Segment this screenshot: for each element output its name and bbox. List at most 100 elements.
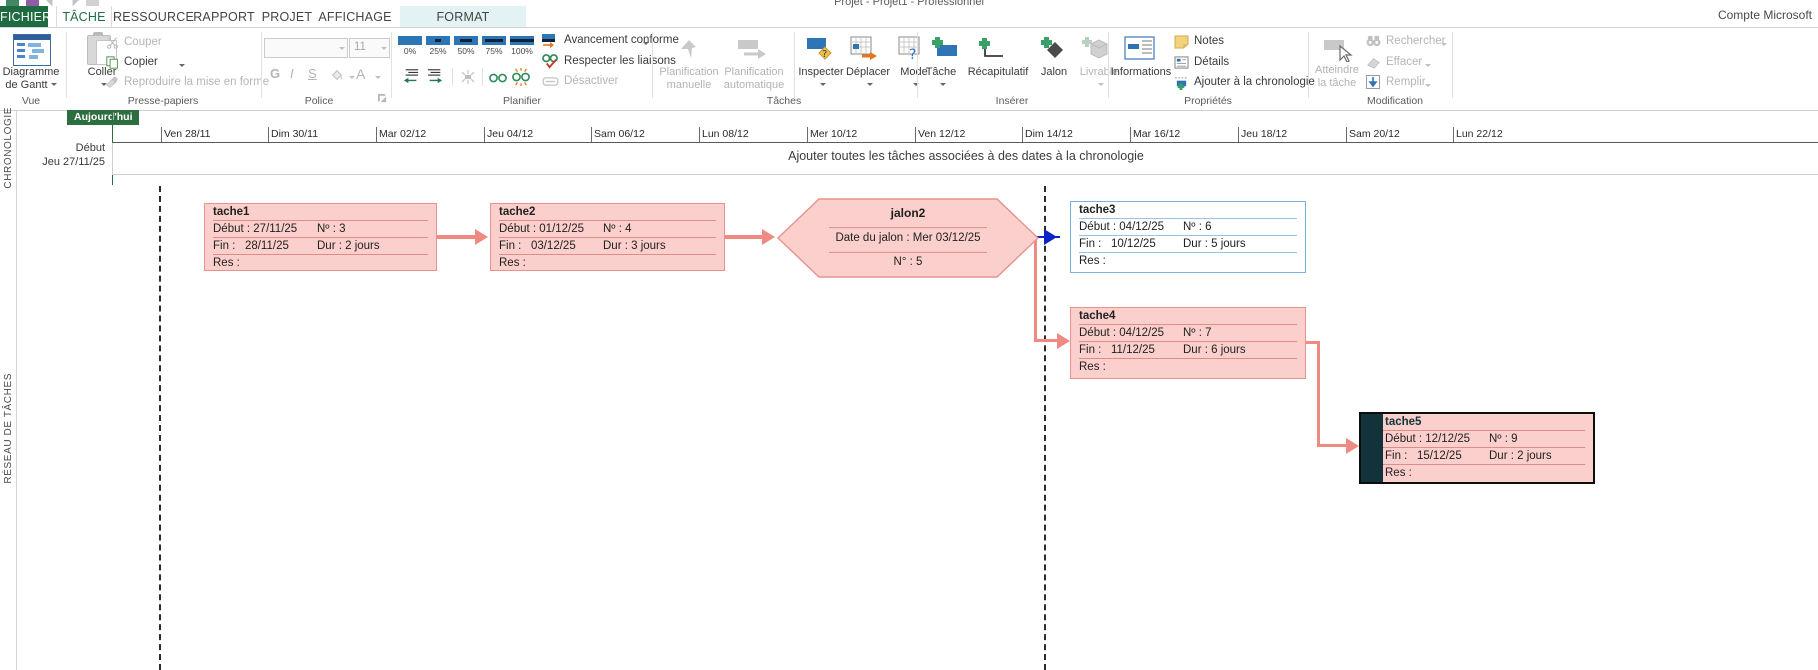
- ribbon-group-police[interactable]: 11 G I S A Police: [264, 28, 390, 108]
- quick-access-toolbar[interactable]: [0, 0, 99, 8]
- insert-task-icon[interactable]: [931, 36, 961, 60]
- details-button[interactable]: Détails: [1194, 56, 1230, 68]
- fill-color-icon[interactable]: [330, 68, 344, 82]
- paste-button[interactable]: Coller: [76, 66, 128, 91]
- mark-on-track-chevron-down-icon[interactable]: [643, 42, 649, 45]
- divider: [794, 32, 795, 98]
- notes-icon[interactable]: [1174, 35, 1189, 49]
- tab-projet[interactable]: PROJET: [261, 10, 313, 24]
- task-information-icon[interactable]: [1124, 36, 1156, 62]
- task-information-button[interactable]: Informations: [1110, 66, 1172, 79]
- respect-links-icon[interactable]: [542, 54, 559, 69]
- tab-ressource[interactable]: RESSOURCE: [113, 10, 194, 24]
- insert-task-button[interactable]: Tâche: [919, 66, 963, 91]
- node-tache5[interactable]: tache5 Début : 12/12/25 Nº : 9 Fin : 15/…: [1359, 412, 1595, 484]
- tab-rapport[interactable]: RAPPORT: [193, 10, 255, 24]
- node-jalon2[interactable]: jalon2 Date du jalon : Mer 03/12/25 N° :…: [777, 198, 1039, 278]
- notes-button[interactable]: Notes: [1194, 35, 1225, 47]
- chevron-down-icon[interactable]: [939, 83, 946, 87]
- font-color-icon[interactable]: A: [356, 66, 366, 82]
- indent-icon[interactable]: [426, 68, 444, 84]
- details-icon[interactable]: [1174, 56, 1189, 69]
- mode-button[interactable]: Mode: [892, 66, 936, 91]
- italic-button[interactable]: I: [290, 66, 294, 81]
- respect-links-button[interactable]: Respecter les liaisons: [564, 55, 676, 67]
- node-tache4[interactable]: tache4 Début : 04/12/25 Nº : 7 Fin : 11/…: [1070, 307, 1306, 379]
- link-tasks-icon[interactable]: [489, 72, 507, 84]
- add-to-timeline-button[interactable]: Ajouter à la chronologie: [1194, 76, 1315, 88]
- timeline-side-label[interactable]: CHRONOLOGIE: [0, 107, 16, 189]
- customize-qat-icon[interactable]: [86, 0, 99, 7]
- mark-on-track-button[interactable]: Avancement conforme: [564, 34, 679, 46]
- account-button[interactable]: Compte Microsoft: [1717, 8, 1812, 22]
- node-finish-row: Fin : 10/12/25 Dur : 5 jours: [1071, 236, 1305, 252]
- chevron-down-icon[interactable]: [912, 83, 919, 87]
- inspect-button[interactable]: Inspecter: [798, 66, 844, 91]
- chevron-down-icon[interactable]: [819, 83, 826, 87]
- font-size-chevron-down-icon[interactable]: [381, 47, 387, 50]
- bold-button[interactable]: G: [270, 66, 281, 81]
- insert-summary-button[interactable]: Récapitulatif: [963, 66, 1033, 79]
- insert-summary-icon[interactable]: [977, 36, 1007, 60]
- tab-tache[interactable]: TÂCHE: [56, 6, 112, 28]
- tab-fichier[interactable]: FICHIER: [0, 6, 51, 28]
- timeline-tick: [484, 127, 485, 142]
- network-diagram-canvas[interactable]: tache1 Début : 27/11/25 Nº : 3 Fin : 28/…: [17, 186, 1818, 670]
- node-tache1[interactable]: tache1 Début : 27/11/25 Nº : 3 Fin : 28/…: [204, 203, 437, 271]
- inspect-icon[interactable]: ?: [806, 36, 834, 62]
- gantt-chart-button[interactable]: Diagramme de Gantt: [0, 66, 62, 91]
- font-size-input[interactable]: 11: [349, 38, 390, 58]
- font-color-chevron-down-icon[interactable]: [375, 76, 381, 79]
- node-tache2[interactable]: tache2 Début : 01/12/25 Nº : 4 Fin : 03/…: [490, 203, 725, 271]
- node-finish: Fin : 11/12/25: [1079, 344, 1155, 356]
- ribbon-tab-bar[interactable]: FICHIER TÂCHE RESSOURCE RAPPORT PROJET A…: [0, 6, 1818, 28]
- chevron-down-icon[interactable]: [100, 83, 107, 87]
- chevron-down-icon: [1097, 83, 1104, 87]
- timeline-band[interactable]: Ajouter toutes les tâches associées à de…: [112, 143, 1818, 175]
- tab-format[interactable]: FORMAT: [400, 6, 526, 28]
- node-tache3[interactable]: tache3 Début : 04/12/25 Nº : 6 Fin : 10/…: [1070, 201, 1306, 273]
- outdent-icon[interactable]: [402, 68, 420, 84]
- move-button[interactable]: Déplacer: [844, 66, 892, 91]
- insert-milestone-button[interactable]: Jalon: [1033, 66, 1075, 79]
- underline-button[interactable]: S: [308, 66, 317, 81]
- font-name-chevron-down-icon[interactable]: [339, 47, 345, 50]
- insert-milestone-icon[interactable]: [1039, 36, 1067, 60]
- gantt-chart-icon[interactable]: [13, 34, 51, 66]
- copy-button[interactable]: Copier: [124, 56, 158, 68]
- network-side-label[interactable]: RÉSEAU DE TÂCHES: [0, 186, 16, 670]
- manual-line2: manuelle: [666, 78, 712, 91]
- pct-50-button[interactable]: 50%: [454, 36, 478, 56]
- chevron-down-icon[interactable]: [50, 83, 57, 87]
- move-icon[interactable]: [850, 36, 878, 62]
- ribbon-group-vue[interactable]: Diagramme de Gantt Vue: [0, 28, 62, 108]
- mode-icon[interactable]: ?: [898, 36, 924, 62]
- add-to-timeline-icon[interactable]: [1174, 76, 1189, 90]
- tab-affichage[interactable]: AFFICHAGE: [318, 10, 392, 24]
- font-name-input[interactable]: [264, 38, 348, 58]
- node-title: jalon2: [890, 206, 926, 220]
- ribbon-group-inserer[interactable]: Tâche Récapitulatif Jalon Livrable Insér…: [919, 28, 1118, 108]
- ribbon-group-taches[interactable]: Planification manuelle Planification aut…: [654, 28, 928, 108]
- ribbon-group-presse-papiers[interactable]: Coller Couper Copier Reproduire la mise …: [68, 28, 269, 108]
- pct-25-button[interactable]: 25%: [426, 36, 450, 56]
- font-dialog-launcher-icon[interactable]: [378, 94, 387, 103]
- ribbon-group-modification[interactable]: Atteindre la tâche Rechercher Effacer Re…: [1310, 28, 1450, 108]
- node-finish: Fin : 28/11/25: [213, 240, 289, 252]
- ribbon-group-proprietes[interactable]: Informations Notes Détails Ajouter à la …: [1110, 28, 1315, 108]
- unlink-tasks-icon[interactable]: [512, 68, 530, 86]
- copy-chevron-down-icon[interactable]: [179, 64, 185, 67]
- ribbon-group-planifier[interactable]: 0% 25% 50% 75% 100%: [394, 28, 679, 108]
- redo-icon[interactable]: [72, 0, 79, 7]
- node-divider: [499, 254, 716, 255]
- pct-100-button[interactable]: 100%: [510, 36, 534, 56]
- pct-75-button[interactable]: 75%: [482, 36, 506, 56]
- timeline-tick: [1453, 127, 1454, 142]
- chevron-down-icon[interactable]: [866, 83, 873, 87]
- pct-0-button[interactable]: 0%: [398, 36, 422, 56]
- save-icon[interactable]: [6, 0, 19, 7]
- mark-on-track-icon[interactable]: [542, 34, 558, 48]
- undo-icon[interactable]: [46, 0, 53, 7]
- ribbon[interactable]: Diagramme de Gantt Vue Coller Couper Cop…: [0, 28, 1818, 108]
- fill-color-chevron-down-icon[interactable]: [349, 76, 355, 79]
